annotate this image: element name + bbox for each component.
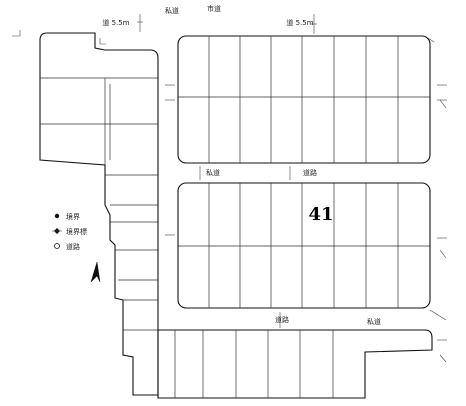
road-label-top-road-2: 市道 [207, 4, 221, 13]
road-label-top-road-1: 私道 [165, 6, 179, 15]
left-block [39, 32, 159, 396]
north-arrow-icon [90, 261, 101, 283]
road-label-mid-top-right: 道路 [303, 168, 317, 177]
road-label-top-right-width: 道 5.5m [286, 18, 313, 27]
road-label-lower-right: 私道 [367, 317, 381, 326]
block-bottom [157, 329, 433, 399]
road-label-lower-left: 道路 [275, 315, 289, 324]
dimension-marks [137, 14, 447, 341]
block-41 [177, 182, 431, 309]
block-top-right [177, 35, 431, 164]
corner-marks [12, 30, 447, 363]
legend-circle-icon [54, 243, 60, 249]
map-legend: 境界 境界標 道路 [52, 212, 87, 251]
legend-label-3: 道路 [66, 242, 80, 251]
legend-label-1: 境界 [66, 212, 80, 221]
block-number-label: 41 [308, 204, 333, 225]
road-label-mid-top-left: 私道 [206, 168, 220, 177]
legend-label-2: 境界標 [66, 227, 87, 236]
legend-bullet-icon [54, 213, 60, 219]
road-labels: 道 5.5m 私道 市道 道 5.5m 私道 道路 道路 私道 [102, 4, 381, 326]
road-label-top-left-width: 道 5.5m [102, 18, 129, 27]
